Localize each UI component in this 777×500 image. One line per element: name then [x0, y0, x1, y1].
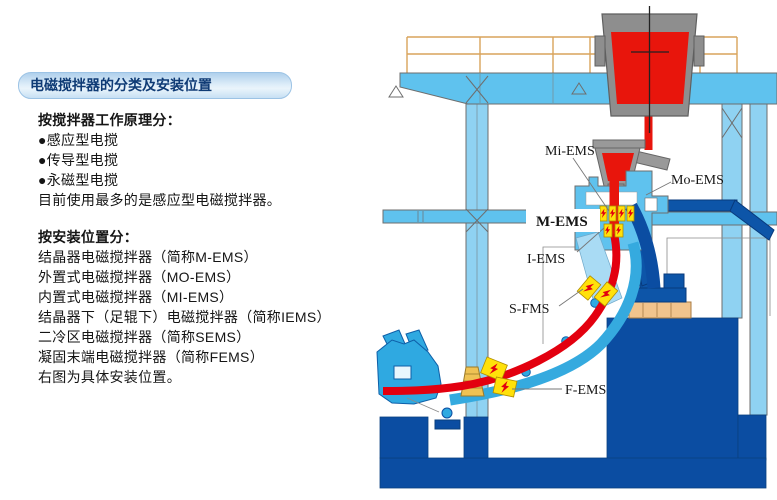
leader-line	[572, 157, 610, 212]
label-backplate	[526, 209, 600, 232]
label-s-fms: S-FMS	[509, 302, 549, 317]
strand-curve	[382, 233, 621, 395]
dummy-bar	[667, 199, 738, 212]
stirrer-box	[480, 356, 508, 382]
stirrer-box	[576, 275, 602, 301]
label-mo-ems: Mo-EMS	[671, 173, 724, 188]
leader-line	[558, 288, 584, 307]
list-item: 二冷区电磁搅拌器（简称SEMS）	[38, 329, 251, 345]
principle-note: 目前使用最多的是感应型电磁搅拌器。	[38, 192, 282, 208]
withdrawal-straightener	[376, 329, 461, 430]
stirrer-box	[608, 205, 617, 222]
leader-line	[645, 181, 672, 196]
stirrer-box	[593, 281, 619, 307]
list-item: 凝固末端电磁搅拌器（简称FEMS）	[38, 349, 264, 365]
tan-base	[628, 301, 692, 319]
outer-right-column	[749, 103, 768, 416]
stirrer-box	[626, 205, 635, 222]
secondary-stirrers	[480, 275, 619, 398]
list-item: ●永磁型电搅	[38, 172, 119, 188]
page-title: 电磁搅拌器的分类及安装位置	[18, 72, 292, 99]
list-item: 结晶器电磁搅拌器（简称M-EMS）	[38, 249, 258, 265]
stirrer-box	[603, 223, 613, 238]
foundation	[379, 317, 767, 489]
label-mi-ems: Mi-EMS	[545, 144, 595, 159]
label-m-ems: M-EMS	[536, 214, 588, 230]
bender-segment	[625, 202, 661, 289]
stirrer-box	[599, 205, 608, 222]
mold-stirrers	[599, 205, 635, 238]
ladle	[594, 6, 705, 150]
label-f-ems: F-EMS	[565, 383, 606, 398]
guide-knob	[441, 407, 453, 419]
list-item: 内置式电磁搅拌器（MI-EMS）	[38, 289, 234, 305]
position-note: 右图为具体安装位置。	[38, 369, 181, 385]
label-i-ems: I-EMS	[527, 252, 565, 267]
list-item: 结晶器下（足辊下）电磁搅拌器（简称IEMS）	[38, 309, 331, 325]
diagram-labels: Mi-EMS Mo-EMS M-EMS I-EMS S-FMS F-EMS	[509, 144, 724, 398]
stirrer-box	[617, 205, 626, 222]
position-heading: 按安装位置分：	[38, 229, 139, 245]
list-item: ●感应型电搅	[38, 132, 119, 148]
stirrer-box	[614, 223, 624, 238]
principle-heading: 按搅拌器工作原理分：	[38, 112, 181, 128]
pour-stream	[644, 100, 653, 150]
list-item: 外置式电磁搅拌器（MO-EMS）	[38, 269, 241, 285]
list-item: ●传导型电搅	[38, 152, 119, 168]
